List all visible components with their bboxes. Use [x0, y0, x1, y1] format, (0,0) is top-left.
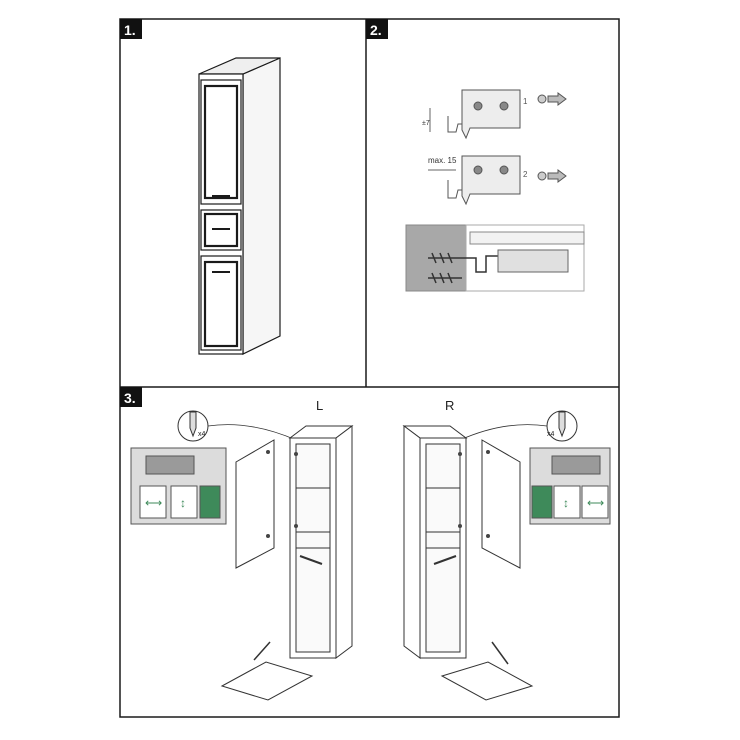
step-1-label: 1: [523, 97, 528, 106]
panel-1-number: 1.: [124, 22, 136, 38]
panel-2-number: 2.: [370, 22, 382, 38]
panel-grid: [119, 18, 620, 718]
right-cabinet-carcass: [402, 425, 468, 659]
right-hinge-label: R: [445, 398, 454, 413]
cabinet-top-rail: [469, 231, 585, 245]
panel-3-badge: [120, 387, 142, 407]
wall-plug-upper-icon: [428, 252, 462, 264]
panel-1: 1.: [120, 19, 281, 355]
vertical-adjust-label: ±7: [422, 120, 430, 127]
panel-3-number: 3.: [124, 390, 136, 406]
tall-cabinet-illustration: [198, 57, 281, 355]
screw-icon: [189, 411, 197, 438]
drawer-runner-right: [433, 555, 457, 565]
adjust-screw-icon: [537, 94, 547, 104]
panel-1-badge: [120, 19, 142, 39]
screw-callout-left: [177, 410, 297, 442]
depth-screw-icon: [537, 171, 547, 181]
hanging-bracket-step-2: [447, 155, 567, 206]
adjust-vertical-icon: ↕: [563, 496, 569, 510]
step-2-label: 2: [523, 170, 528, 179]
screw-count-right: x4: [547, 431, 555, 438]
wall-mount-detail: [405, 224, 585, 292]
left-hinge-label: L: [316, 398, 323, 413]
upper-door: [200, 79, 242, 205]
hook-bracket: [462, 255, 498, 273]
adjust-vertical-icon: ↕: [180, 496, 186, 510]
hanging-bracket-step-1: [447, 89, 567, 140]
screw-icon: [558, 411, 566, 438]
drawer-runner-left: [299, 555, 323, 565]
screw-count-left: x4: [198, 431, 206, 438]
right-door-panel: [481, 439, 521, 569]
hinge-adjust-box-left: ⟷ ↕: [130, 447, 227, 525]
lower-door: [200, 255, 242, 351]
left-bottom-door: [220, 661, 314, 701]
hinge-adjust-box-right: ↕ ⟷: [529, 447, 611, 525]
panel-2-badge: [366, 19, 388, 39]
adjust-horizontal-icon: ⟷: [587, 496, 604, 510]
panel-2: 2. ±7 1 max. 15 2: [366, 19, 585, 292]
left-door-panel: [235, 439, 275, 569]
hinge-body: [551, 455, 601, 475]
right-bottom-door: [440, 661, 534, 701]
screw-callout-right: [459, 410, 578, 442]
max-depth-label: max. 15: [428, 156, 457, 165]
panel-3: 3. L R x4 x4 ⟷ ↕: [120, 387, 611, 701]
adjust-depth-icon: [531, 485, 553, 519]
drawer: [200, 209, 242, 251]
adjust-horizontal-icon: ⟷: [145, 496, 162, 510]
adjust-depth-icon: [199, 485, 221, 519]
wall-plug-lower-icon: [428, 272, 462, 284]
left-cabinet-carcass: [288, 425, 354, 659]
hinge-body: [145, 455, 195, 475]
